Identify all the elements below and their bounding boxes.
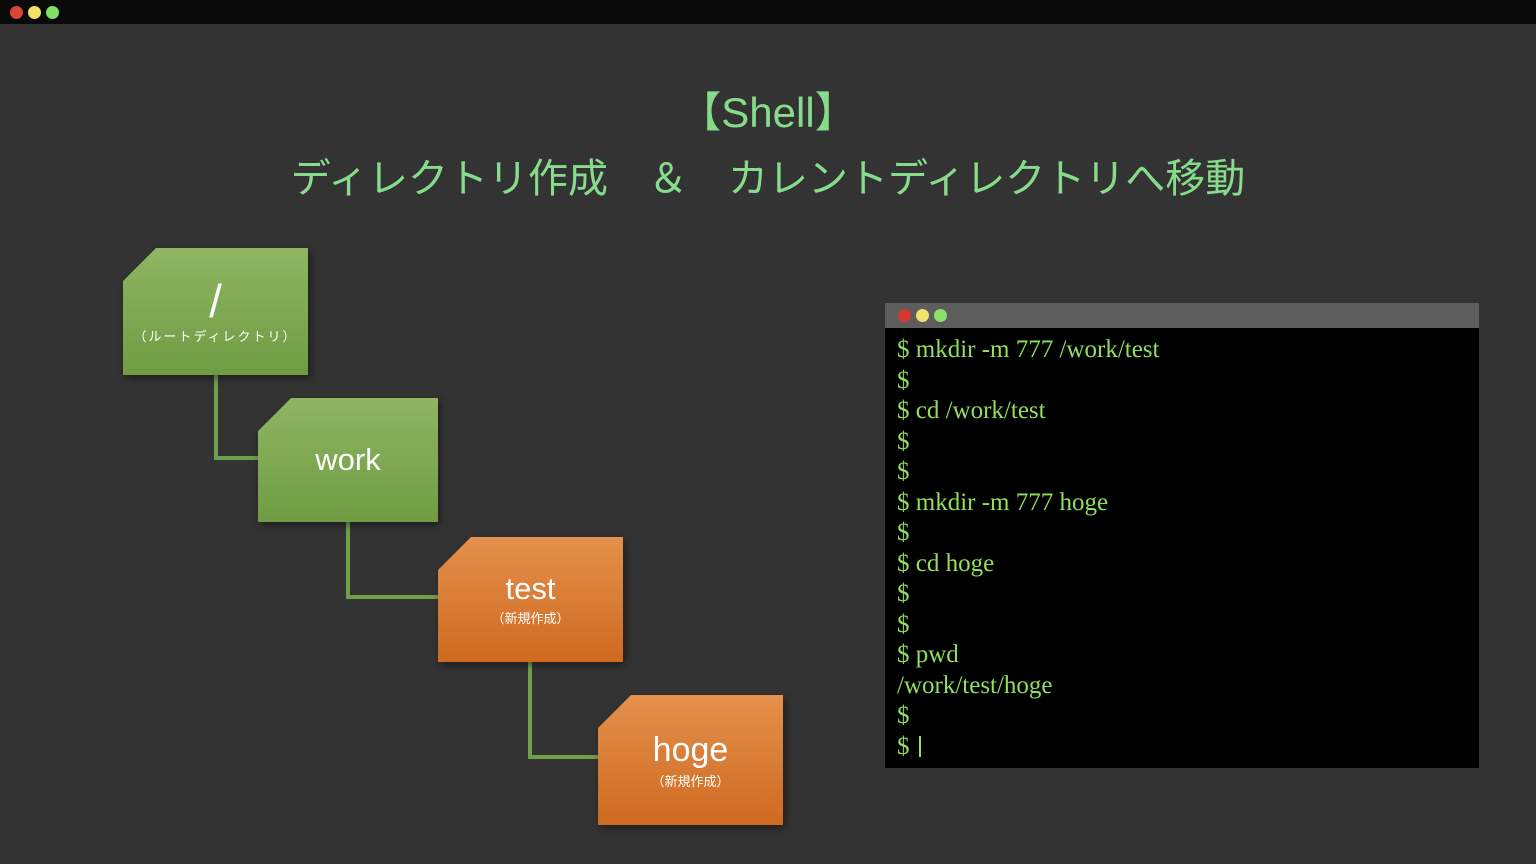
terminal-line: $ mkdir -m 777 hoge: [897, 488, 1109, 516]
minimize-button[interactable]: [916, 309, 929, 322]
terminal-line: $: [897, 702, 910, 729]
close-button[interactable]: [898, 309, 911, 322]
terminal-line: $: [897, 580, 910, 607]
terminal-line: $ mkdir -m 777 /work/test: [897, 336, 1160, 363]
terminal-body[interactable]: $ mkdir -m 777 /work/test $ $ cd /work/tes…: [885, 328, 1479, 768]
terminal-line: $: [897, 366, 910, 394]
terminal-window-controls: [898, 309, 947, 322]
zoom-button[interactable]: [46, 5, 59, 19]
connector-test-hoge-vertical: [528, 662, 532, 759]
node-test-directory: test （新規作成）: [438, 537, 623, 662]
terminal-line: $: [897, 519, 910, 546]
connector-work-test-horizontal: [346, 595, 438, 599]
terminal-line: /work/test/hoge: [897, 671, 1053, 699]
node-hoge-sublabel: （新規作成）: [651, 773, 730, 789]
connector-work-test-vertical: [346, 522, 350, 599]
minimize-button[interactable]: [28, 5, 41, 19]
node-work-label: work: [315, 442, 381, 477]
node-root-directory: / （ルートディレクトリ）: [123, 248, 308, 375]
terminal-line: $: [897, 610, 910, 638]
connector-test-hoge-horizontal: [528, 755, 598, 759]
terminal-lines: $ mkdir -m 777 /work/test $ $ cd /work/tes…: [897, 335, 1479, 762]
window-controls: [10, 5, 59, 19]
node-hoge-directory: hoge （新規作成）: [598, 695, 783, 825]
terminal-line: $ pwd: [897, 641, 959, 668]
terminal-window[interactable]: $ mkdir -m 777 /work/test $ $ cd /work/tes…: [885, 303, 1479, 768]
terminal-line: $: [897, 427, 910, 455]
node-work-directory: work: [258, 398, 438, 522]
connector-root-work-vertical: [214, 375, 218, 460]
node-test-sublabel: （新規作成）: [491, 611, 570, 626]
terminal-cursor: [918, 735, 921, 757]
node-root-sublabel: （ルートディレクトリ）: [133, 329, 298, 344]
terminal-line: $: [897, 458, 910, 485]
node-root-label: /: [209, 275, 222, 327]
node-hoge-label: hoge: [652, 730, 729, 769]
slide-subtitle: ディレクトリ作成 ＆ カレントディレクトリへ移動: [290, 157, 1246, 201]
node-test-label: test: [505, 571, 556, 606]
connector-root-work-horizontal: [214, 456, 258, 460]
terminal-titlebar: [885, 303, 1479, 328]
window-titlebar: [0, 0, 1536, 24]
terminal-line: $ cd hoge: [897, 549, 995, 577]
terminal-line: $: [897, 732, 1479, 763]
terminal-line: $ cd /work/test: [897, 397, 1046, 424]
close-button[interactable]: [10, 5, 23, 19]
zoom-button[interactable]: [934, 309, 947, 322]
slide-title: 【Shell】: [679, 89, 857, 136]
